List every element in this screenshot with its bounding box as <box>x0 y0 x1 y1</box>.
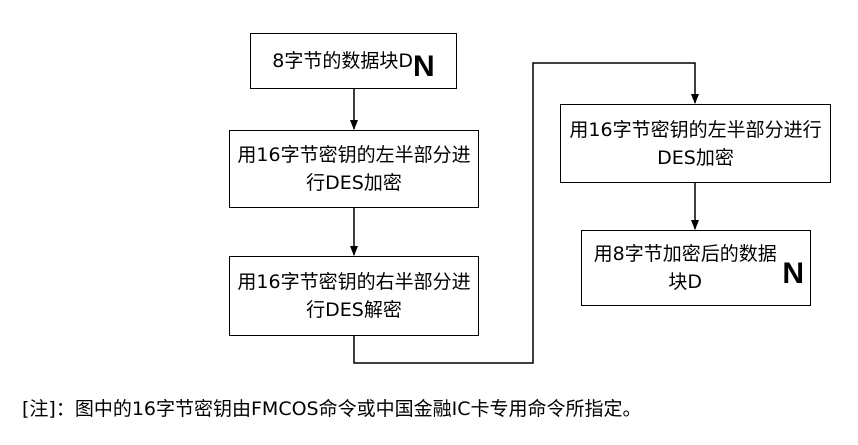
encrypted-data-block-label: 用8字节加密后的数据块D <box>593 243 777 293</box>
arrow-n3-n4 <box>353 62 699 364</box>
right-key-des-decrypt-node: 用16字节密钥的右半部分进行DES解密 <box>229 256 479 336</box>
data-block-dn-label: 8字节的数据块D <box>272 50 414 72</box>
right-key-des-decrypt-label: 用16字节密钥的右半部分进行DES解密 <box>237 271 471 321</box>
left-key-des-encrypt-label: 用16字节密钥的左半部分进行DES加密 <box>237 144 471 194</box>
left-key-des-encrypt-node: 用16字节密钥的左半部分进行DES加密 <box>229 130 479 208</box>
left-key-des-encrypt-node-2: 用16字节密钥的左半部分进行DES加密 <box>560 104 831 183</box>
subscript-n: N <box>413 50 435 83</box>
subscript-n-2: N <box>782 257 804 290</box>
left-key-des-encrypt-label-2: 用16字节密钥的左半部分进行DES加密 <box>569 118 822 169</box>
footnote: [注]：图中的16字节密钥由FMCOS命令或中国金融IC卡专用命令所指定。 <box>22 398 642 420</box>
